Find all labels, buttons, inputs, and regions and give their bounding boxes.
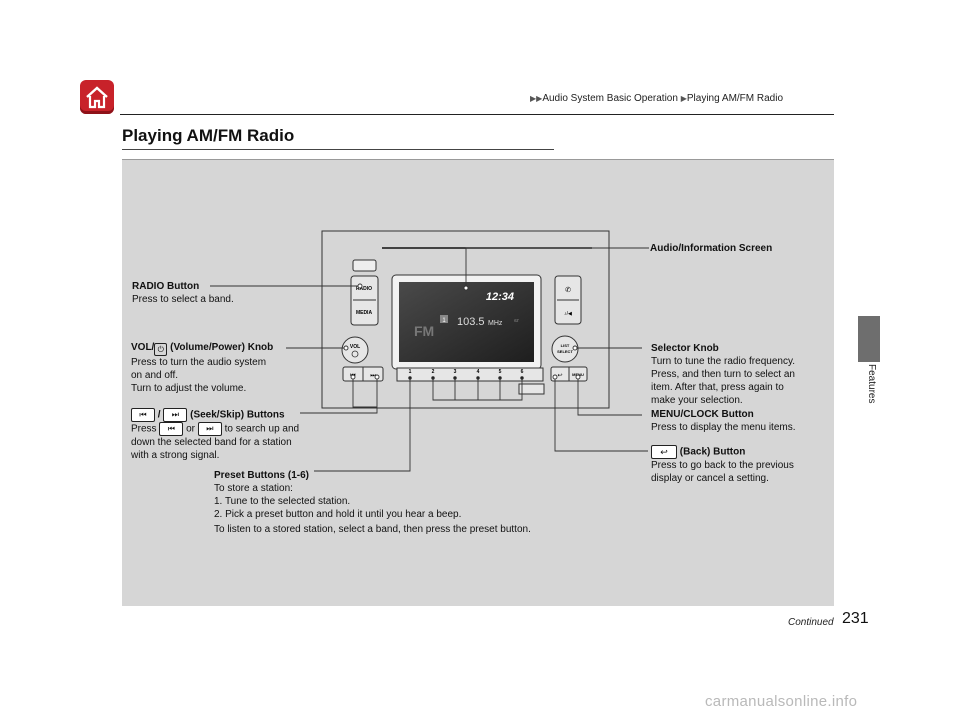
- watermark: carmanualsonline.info: [705, 693, 858, 710]
- svg-text:SELECT: SELECT: [557, 349, 573, 354]
- screen-band: FM: [414, 323, 434, 339]
- section-tab-label: Features: [866, 364, 877, 404]
- preset-buttons-callout: Preset Buttons (1-6) To store a station:…: [214, 470, 531, 535]
- media-button-label: MEDIA: [356, 310, 373, 316]
- power-icon: ⏻: [154, 343, 168, 356]
- divider: [122, 159, 834, 160]
- section-tab[interactable]: [858, 316, 880, 362]
- svg-text:VOL: VOL: [350, 344, 360, 350]
- seek-back-icon: ⏮: [159, 422, 184, 436]
- selector-knob-callout: Selector Knob Turn to tune the radio fre…: [651, 343, 795, 406]
- svg-text:4: 4: [477, 369, 480, 375]
- radio-illustration: RADIO MEDIA VOL ⏮ ⏭ 12:34 FM 1 103.5 MHz…: [210, 230, 649, 472]
- svg-text:MENU: MENU: [572, 372, 584, 377]
- page-title: Playing AM/FM Radio: [122, 126, 295, 145]
- svg-text:1: 1: [442, 318, 446, 324]
- svg-text:6: 6: [521, 369, 524, 375]
- svg-text:1: 1: [409, 369, 412, 375]
- svg-text:5: 5: [499, 369, 502, 375]
- breadcrumb-item[interactable]: Audio System Basic Operation: [542, 93, 678, 104]
- divider: [120, 114, 834, 115]
- vol-knob-callout: VOL/⏻ (Volume/Power) Knob Press to turn …: [131, 342, 274, 394]
- svg-text:↩: ↩: [557, 373, 562, 379]
- breadcrumb-item[interactable]: Playing AM/FM Radio: [686, 93, 784, 104]
- svg-text:ST: ST: [514, 318, 520, 323]
- continued-label: Continued: [788, 617, 834, 628]
- breadcrumb: ▶▶Audio System Basic Operation ▶Playing …: [530, 93, 784, 104]
- seek-back-icon: ⏮: [131, 408, 155, 422]
- svg-text:⏭: ⏭: [370, 373, 376, 379]
- svg-text:LIST: LIST: [561, 343, 570, 348]
- home-button[interactable]: [80, 80, 114, 114]
- svg-text:✆: ✆: [565, 286, 571, 294]
- screen-frequency: 103.5: [457, 316, 485, 328]
- screen-callout: Audio/Information Screen: [650, 243, 773, 254]
- svg-text:♪/◀: ♪/◀: [564, 311, 572, 317]
- title-underline: [122, 149, 554, 150]
- home-icon: [86, 86, 108, 109]
- menu-clock-callout: MENU/CLOCK Button Press to display the m…: [651, 409, 796, 433]
- seek-forward-icon: ⏭: [197, 422, 222, 436]
- back-button-callout: ↩ (Back) Button Press to go back to the …: [651, 445, 794, 484]
- radio-button-label: RADIO: [356, 286, 372, 292]
- page-number: 231: [842, 610, 869, 627]
- svg-text:2: 2: [432, 369, 435, 375]
- seek-forward-icon: ⏭: [163, 408, 188, 422]
- screen-time: 12:34: [486, 291, 514, 303]
- svg-text:3: 3: [454, 369, 457, 375]
- svg-text:MHz: MHz: [488, 320, 503, 327]
- seek-buttons-callout: ⏮ / ⏭ (Seek/Skip) Buttons Press ⏮ or ⏭ t…: [131, 408, 300, 461]
- back-icon: ↩: [651, 445, 677, 459]
